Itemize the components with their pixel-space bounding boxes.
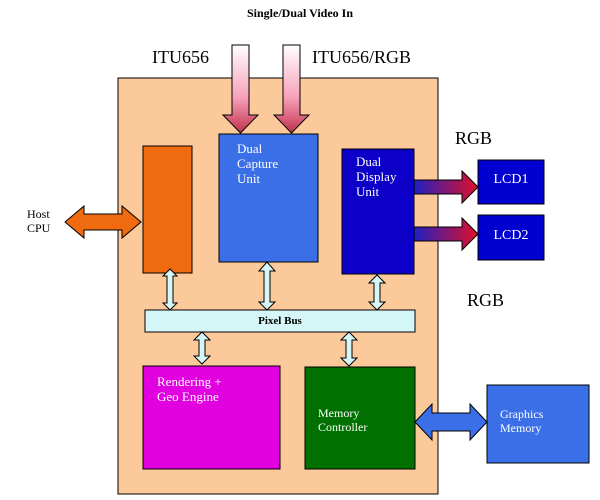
display-unit-label: Dual Display Unit <box>356 154 397 199</box>
rgb-top-label: RGB <box>455 128 493 148</box>
lcd2-output-arrow <box>413 216 479 252</box>
rendering-engine-label: Rendering + Geo Engine <box>157 374 222 404</box>
dual-capture-unit <box>218 133 319 263</box>
host-cpu-label: Host CPU <box>27 207 51 235</box>
rendering-geo-engine <box>142 365 281 470</box>
lcd1-output-arrow <box>413 169 479 205</box>
graphics-memory-box <box>486 384 590 464</box>
capture-unit-label: Dual Capture Unit <box>237 141 279 186</box>
lcd1-box <box>477 159 545 205</box>
memory-controller <box>304 366 416 470</box>
video-in-arrow-right <box>272 44 311 134</box>
host-cpu-arrow <box>64 204 142 240</box>
render-bus-connector <box>192 331 212 365</box>
itu656-label: ITU656 <box>152 47 209 67</box>
memory-controller-label: Memory Controller <box>318 406 368 434</box>
lcd2-label: LCD2 <box>493 228 529 243</box>
dual-display-unit <box>341 148 415 275</box>
graphics-memory-label: Graphics Memory <box>500 407 544 435</box>
display-bus-connector <box>367 274 387 311</box>
lcd1-label: LCD1 <box>493 172 529 187</box>
video-in-arrow-left <box>221 44 260 134</box>
pixel-bus-label: Pixel Bus <box>258 315 302 327</box>
memory-bus-connector <box>339 331 359 367</box>
lcd2-box <box>477 214 545 261</box>
capture-bus-connector <box>257 261 277 311</box>
pixel-bus <box>144 309 416 333</box>
cpu-bus-connector <box>161 268 179 311</box>
video-in-label: Single/Dual Video In <box>246 6 354 20</box>
cpu-interface-block <box>142 145 193 274</box>
itu656-rgb-label: ITU656/RGB <box>312 47 411 67</box>
rgb-bottom-label: RGB <box>467 290 505 310</box>
